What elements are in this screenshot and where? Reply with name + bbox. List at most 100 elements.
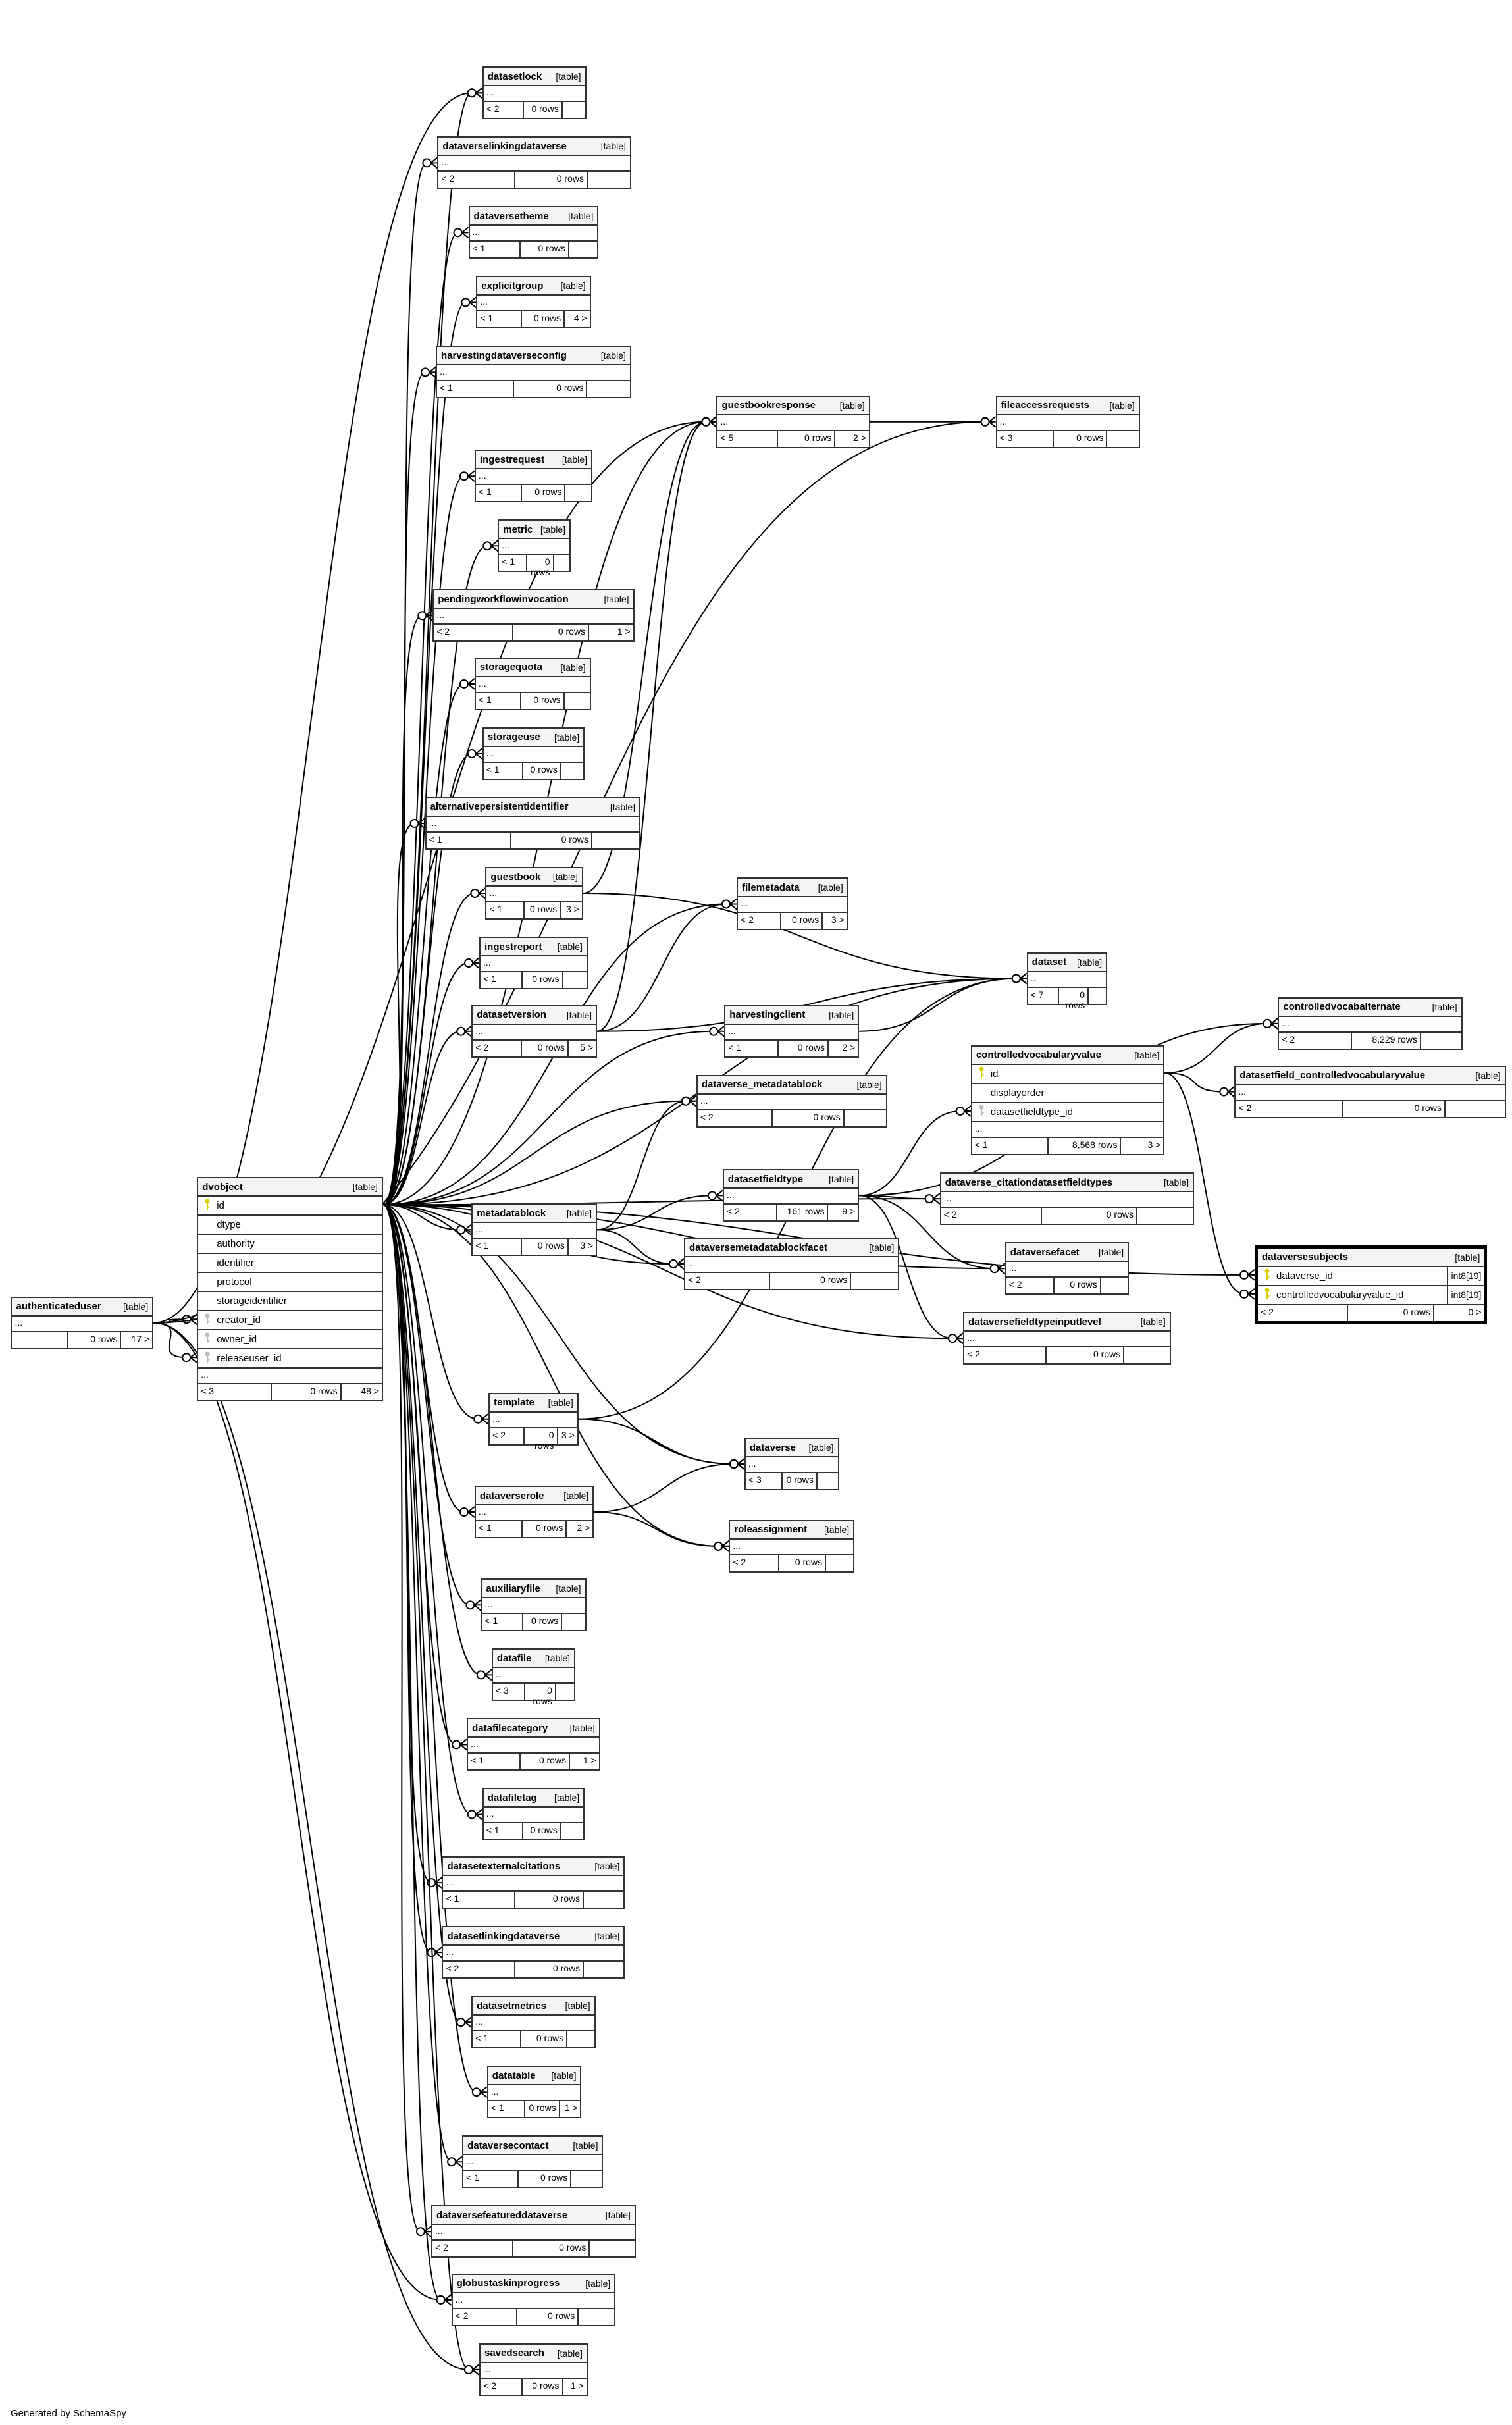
table-header[interactable]: ingestreport[table] bbox=[481, 938, 587, 957]
children-link[interactable] bbox=[554, 555, 569, 571]
table-header[interactable]: globustaskinprogress[table] bbox=[452, 2274, 615, 2293]
more-columns[interactable]: ... bbox=[452, 2293, 615, 2309]
more-columns[interactable]: ... bbox=[473, 2016, 594, 2032]
children-link[interactable]: 2 > bbox=[852, 432, 866, 443]
column-name[interactable]: datasetfieldtype_id bbox=[990, 1106, 1073, 1118]
table-name[interactable]: ingestreport bbox=[484, 941, 542, 952]
more-columns[interactable]: ... bbox=[477, 296, 590, 312]
children-link[interactable] bbox=[818, 1473, 838, 1489]
children-link[interactable]: 5 > bbox=[580, 1041, 594, 1053]
table-header[interactable]: dataverse_citationdatasetfieldtypes[tabl… bbox=[941, 1174, 1193, 1193]
children-link[interactable] bbox=[584, 1892, 623, 1908]
children-link[interactable] bbox=[590, 2241, 635, 2256]
table-header[interactable]: ingestrequest[table] bbox=[475, 451, 591, 470]
children-link[interactable]: 3 > bbox=[1147, 1139, 1161, 1150]
parents-link[interactable]: < 1 bbox=[481, 972, 523, 989]
children-link[interactable] bbox=[579, 2309, 614, 2325]
more-columns[interactable]: ... bbox=[463, 2155, 602, 2172]
table-name[interactable]: dvobject bbox=[202, 1181, 243, 1193]
table-name[interactable]: dataverserole bbox=[479, 1490, 544, 1501]
parents-link[interactable]: < 2 bbox=[730, 1555, 780, 1571]
table-header[interactable]: template[table] bbox=[490, 1394, 577, 1413]
parents-link[interactable]: < 1 bbox=[477, 311, 523, 328]
parents-link[interactable]: < 2 bbox=[1258, 1305, 1349, 1321]
table-name[interactable]: datasetexternalcitations bbox=[447, 1860, 561, 1872]
children-link[interactable] bbox=[563, 102, 585, 118]
children-link[interactable]: 4 > bbox=[573, 313, 587, 324]
table-name[interactable]: datasetlinkingdataverse bbox=[447, 1930, 560, 1942]
more-columns[interactable]: ... bbox=[486, 887, 582, 902]
table-name[interactable]: roleassignment bbox=[734, 1524, 808, 1536]
parents-link[interactable]: < 2 bbox=[685, 1273, 771, 1290]
parents-link[interactable]: < 1 bbox=[443, 1892, 516, 1908]
more-columns[interactable]: ... bbox=[738, 897, 847, 914]
column-row[interactable]: authority bbox=[198, 1235, 382, 1255]
more-columns[interactable]: ... bbox=[697, 1095, 886, 1110]
parents-link[interactable] bbox=[12, 1332, 68, 1348]
parents-link[interactable]: < 3 bbox=[493, 1684, 526, 1700]
children-link[interactable] bbox=[565, 693, 590, 709]
column-name[interactable]: protocol bbox=[217, 1276, 252, 1288]
children-link[interactable] bbox=[565, 485, 591, 501]
table-name[interactable]: globustaskinprogress bbox=[456, 2278, 560, 2289]
more-columns[interactable]: ... bbox=[972, 1122, 1164, 1138]
table-name[interactable]: dataset bbox=[1031, 956, 1067, 968]
table-name[interactable]: harvestingclient bbox=[729, 1009, 806, 1021]
children-link[interactable] bbox=[1124, 1347, 1170, 1363]
table-name[interactable]: datafile bbox=[496, 1652, 532, 1664]
children-link[interactable]: 3 > bbox=[561, 1429, 575, 1440]
children-link[interactable]: 1 > bbox=[583, 1755, 596, 1766]
column-name[interactable]: identifier bbox=[217, 1257, 254, 1269]
table-name[interactable]: dataversecontact bbox=[467, 2139, 549, 2151]
table-header[interactable]: controlledvocabalternate[table] bbox=[1279, 998, 1461, 1017]
table-name[interactable]: template bbox=[494, 1397, 534, 1409]
more-columns[interactable]: ... bbox=[475, 1505, 593, 1522]
table-header[interactable]: metric[table] bbox=[499, 521, 569, 540]
table-header[interactable]: dataversefieldtypeinputlevel[table] bbox=[964, 1313, 1170, 1332]
children-link[interactable] bbox=[561, 763, 583, 779]
parents-link[interactable]: < 2 bbox=[481, 2378, 523, 2395]
table-name[interactable]: dataversemetadatablockfacet bbox=[689, 1241, 828, 1253]
table-header[interactable]: storagequota[table] bbox=[475, 658, 590, 677]
table-name[interactable]: datafiletag bbox=[487, 1792, 537, 1804]
table-header[interactable]: datasetexternalcitations[table] bbox=[443, 1858, 624, 1877]
children-link[interactable] bbox=[584, 1962, 623, 1977]
more-columns[interactable]: ... bbox=[434, 609, 633, 625]
children-link[interactable]: 1 > bbox=[564, 2102, 578, 2114]
parents-link[interactable]: < 3 bbox=[997, 430, 1054, 447]
table-header[interactable]: guestbookresponse[table] bbox=[717, 396, 869, 415]
table-name[interactable]: datasetfield_controlledvocabularyvalue bbox=[1239, 1070, 1426, 1082]
table-name[interactable]: ingestrequest bbox=[479, 454, 545, 465]
table-header[interactable]: alternativepersistentidentifier[table] bbox=[426, 798, 639, 817]
table-datasetfield_controlledvocabularyvalue[interactable]: datasetfield_controlledvocabularyvalue[t… bbox=[1234, 1065, 1506, 1118]
children-link[interactable] bbox=[1137, 1208, 1193, 1224]
table-dataversemetadatablockfacet[interactable]: dataversemetadatablockfacet[table]...< 2… bbox=[683, 1238, 900, 1291]
more-columns[interactable]: ... bbox=[443, 1876, 624, 1892]
children-link[interactable] bbox=[1446, 1101, 1505, 1117]
children-link[interactable]: 2 > bbox=[577, 1523, 590, 1534]
more-columns[interactable]: ... bbox=[499, 539, 569, 556]
parents-link[interactable]: < 1 bbox=[484, 762, 524, 779]
parents-link[interactable]: < 1 bbox=[473, 2031, 521, 2048]
more-columns[interactable]: ... bbox=[438, 156, 630, 172]
table-name[interactable]: datasetfieldtype bbox=[727, 1173, 804, 1185]
children-link[interactable]: 0 > bbox=[1468, 1306, 1482, 1317]
more-columns[interactable]: ... bbox=[426, 817, 639, 833]
column-row[interactable]: datasetfieldtype_id bbox=[972, 1103, 1164, 1122]
parents-link[interactable]: < 2 bbox=[484, 102, 525, 118]
column-name[interactable]: dataverse_id bbox=[1276, 1270, 1333, 1282]
column-name[interactable]: releaseuser_id bbox=[217, 1353, 282, 1365]
table-name[interactable]: dataversetheme bbox=[473, 210, 549, 222]
table-header[interactable]: dvobject[table] bbox=[198, 1178, 382, 1197]
parents-link[interactable]: < 3 bbox=[746, 1473, 783, 1489]
